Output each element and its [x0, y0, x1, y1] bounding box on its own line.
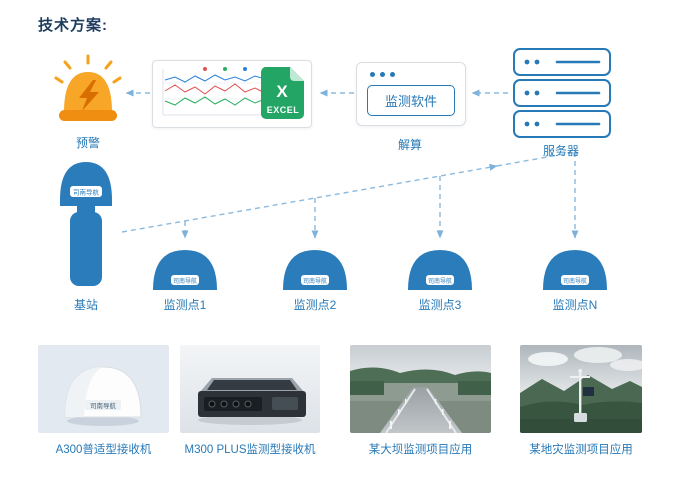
dome-brand-1: 司南导航	[173, 277, 197, 285]
alarm-beacon-icon	[54, 54, 122, 121]
dam-project-photo	[350, 345, 491, 433]
alarm-label: 预警	[75, 136, 100, 150]
product-label-landslide: 某地灾监测项目应用	[529, 444, 633, 456]
monitoring-point-2-label: 监测点2	[293, 298, 337, 312]
product-card-a300: 司南导航	[38, 345, 169, 433]
product-label-dam: 某大坝监测项目应用	[368, 444, 473, 456]
monitoring-dome-icon-3: 司南导航	[408, 250, 472, 290]
m300-receiver-image	[198, 378, 306, 425]
product-label-m300: M300 PLUS监测型接收机	[184, 444, 316, 456]
solver-caption: 解算	[397, 138, 422, 152]
product-card-dam-project	[350, 345, 491, 433]
product-card-landslide-project	[520, 345, 642, 433]
a300-brand: 司南导航	[90, 401, 117, 410]
excel-letter: X	[276, 82, 288, 101]
excel-badge-label: EXCEL	[267, 105, 300, 115]
monitoring-point-1-label: 监测点1	[163, 298, 207, 312]
a300-receiver-image: 司南导航	[64, 366, 142, 426]
monitoring-dome-icon-1: 司南导航	[153, 250, 217, 290]
dome-brand-3: 司南导航	[428, 277, 452, 285]
monitoring-software-label: 监测软件	[384, 94, 437, 109]
product-card-m300	[180, 345, 320, 433]
dome-brand-n: 司南导航	[563, 277, 587, 285]
monitoring-dome-icon-2: 司南导航	[283, 250, 347, 290]
monitoring-dome-icon-n: 司南导航	[543, 250, 607, 290]
server-stack-icon	[513, 48, 611, 138]
product-label-a300: A300普适型接收机	[55, 444, 152, 456]
monitoring-point-3-label: 监测点3	[418, 298, 462, 312]
window-dots-icon	[357, 63, 465, 77]
dome-brand-2: 司南导航	[303, 277, 327, 285]
base-station-icon: 司南导航	[60, 162, 112, 286]
server-label: 服务器	[542, 144, 579, 158]
link-stations-to-server	[121, 163, 498, 233]
page-title: 技术方案:	[38, 17, 108, 34]
monitoring-software-button[interactable]: 监测软件	[367, 85, 455, 116]
software-window: 监测软件	[356, 62, 466, 126]
monitoring-point-n-label: 监测点N	[552, 298, 598, 312]
base-station-brand: 司南导航	[73, 188, 100, 197]
landslide-project-photo	[520, 345, 642, 433]
excel-file-icon: X EXCEL	[261, 67, 304, 119]
monitoring-mast	[570, 369, 594, 422]
base-station-label: 基站	[73, 298, 98, 312]
